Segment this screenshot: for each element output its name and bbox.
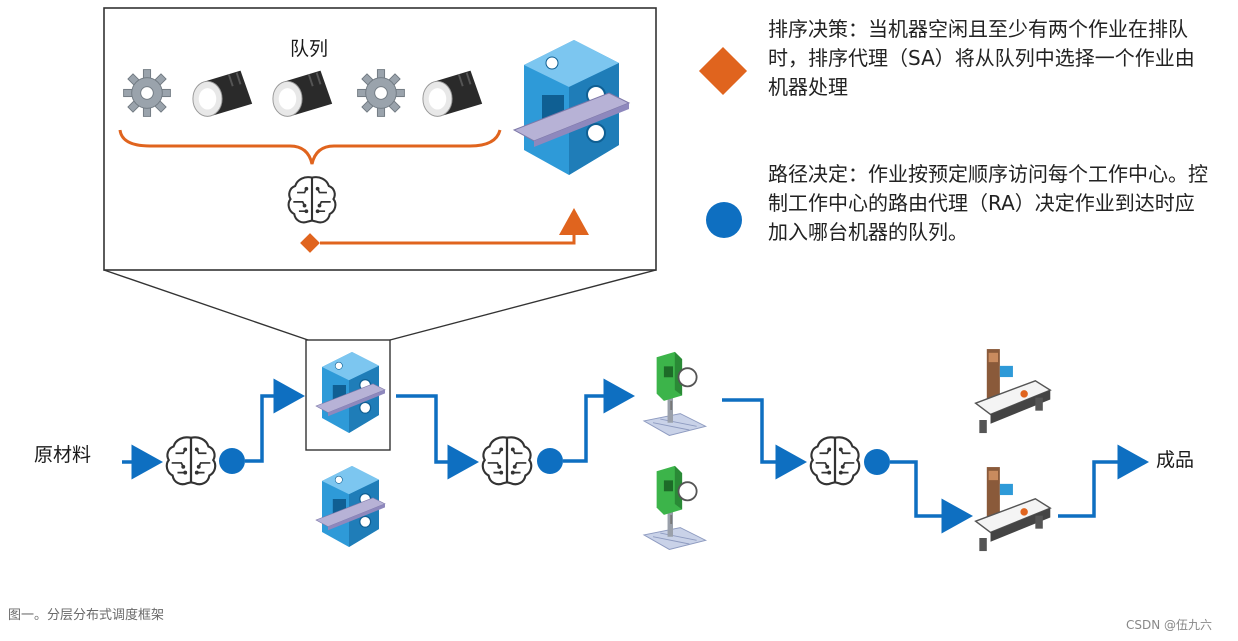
routing-agent-brain-icon bbox=[165, 436, 217, 486]
queue-brace bbox=[118, 129, 502, 165]
flow-arrow bbox=[722, 398, 807, 480]
routing-dot-icon bbox=[864, 449, 890, 475]
drill-machine-icon bbox=[642, 464, 707, 551]
flow-arrow bbox=[563, 378, 635, 463]
zoom-callout-box bbox=[103, 7, 657, 271]
queue-roll-icon bbox=[271, 69, 334, 118]
queue-gear-icon bbox=[123, 69, 171, 117]
zoom-connector-left bbox=[103, 269, 309, 341]
flow-arrow bbox=[890, 460, 973, 534]
queue-label: 队列 bbox=[290, 38, 329, 60]
finished-product-label: 成品 bbox=[1156, 449, 1195, 471]
drill-machine-icon bbox=[642, 350, 707, 437]
sequencing-legend-diamond-icon bbox=[698, 46, 748, 96]
routing-legend-dot-icon bbox=[706, 202, 742, 238]
flow-arrow bbox=[396, 394, 479, 480]
flow-arrow bbox=[245, 378, 305, 463]
queue-gear-icon bbox=[357, 69, 405, 117]
routing-dot-icon bbox=[537, 448, 563, 474]
sequencing-agent-brain-icon bbox=[287, 176, 337, 224]
machine-icon bbox=[315, 465, 386, 548]
sequencing-arrow bbox=[320, 208, 589, 245]
routing-agent-brain-icon bbox=[481, 436, 533, 486]
machine-icon bbox=[315, 351, 386, 434]
highlighted-machine-frame bbox=[305, 339, 391, 451]
queue-roll-icon bbox=[191, 69, 254, 118]
figure-caption: 图一。分层分布式调度框架 bbox=[8, 608, 165, 623]
machine-icon bbox=[512, 38, 631, 177]
sequencing-decision-text: 排序决策：当机器空闲且至少有两个作业在排队时，排序代理（SA）将从队列中选择一个… bbox=[768, 17, 1195, 99]
csdn-watermark: CSDN @伍九六 bbox=[1126, 618, 1213, 632]
conveyor-machine-icon bbox=[974, 348, 1051, 434]
queue-roll-icon bbox=[421, 69, 484, 118]
zoom-connector-right bbox=[389, 269, 657, 341]
sequencing-diamond-icon bbox=[300, 233, 320, 253]
routing-agent-brain-icon bbox=[809, 436, 861, 486]
raw-material-label: 原材料 bbox=[34, 444, 92, 466]
flow-arrow bbox=[1058, 444, 1149, 518]
conveyor-machine-icon bbox=[974, 466, 1051, 552]
routing-decision-text: 路径决定：作业按预定顺序访问每个工作中心。控制工作中心的路由代理（RA）决定作业… bbox=[768, 162, 1208, 244]
routing-dot-icon bbox=[219, 448, 245, 474]
